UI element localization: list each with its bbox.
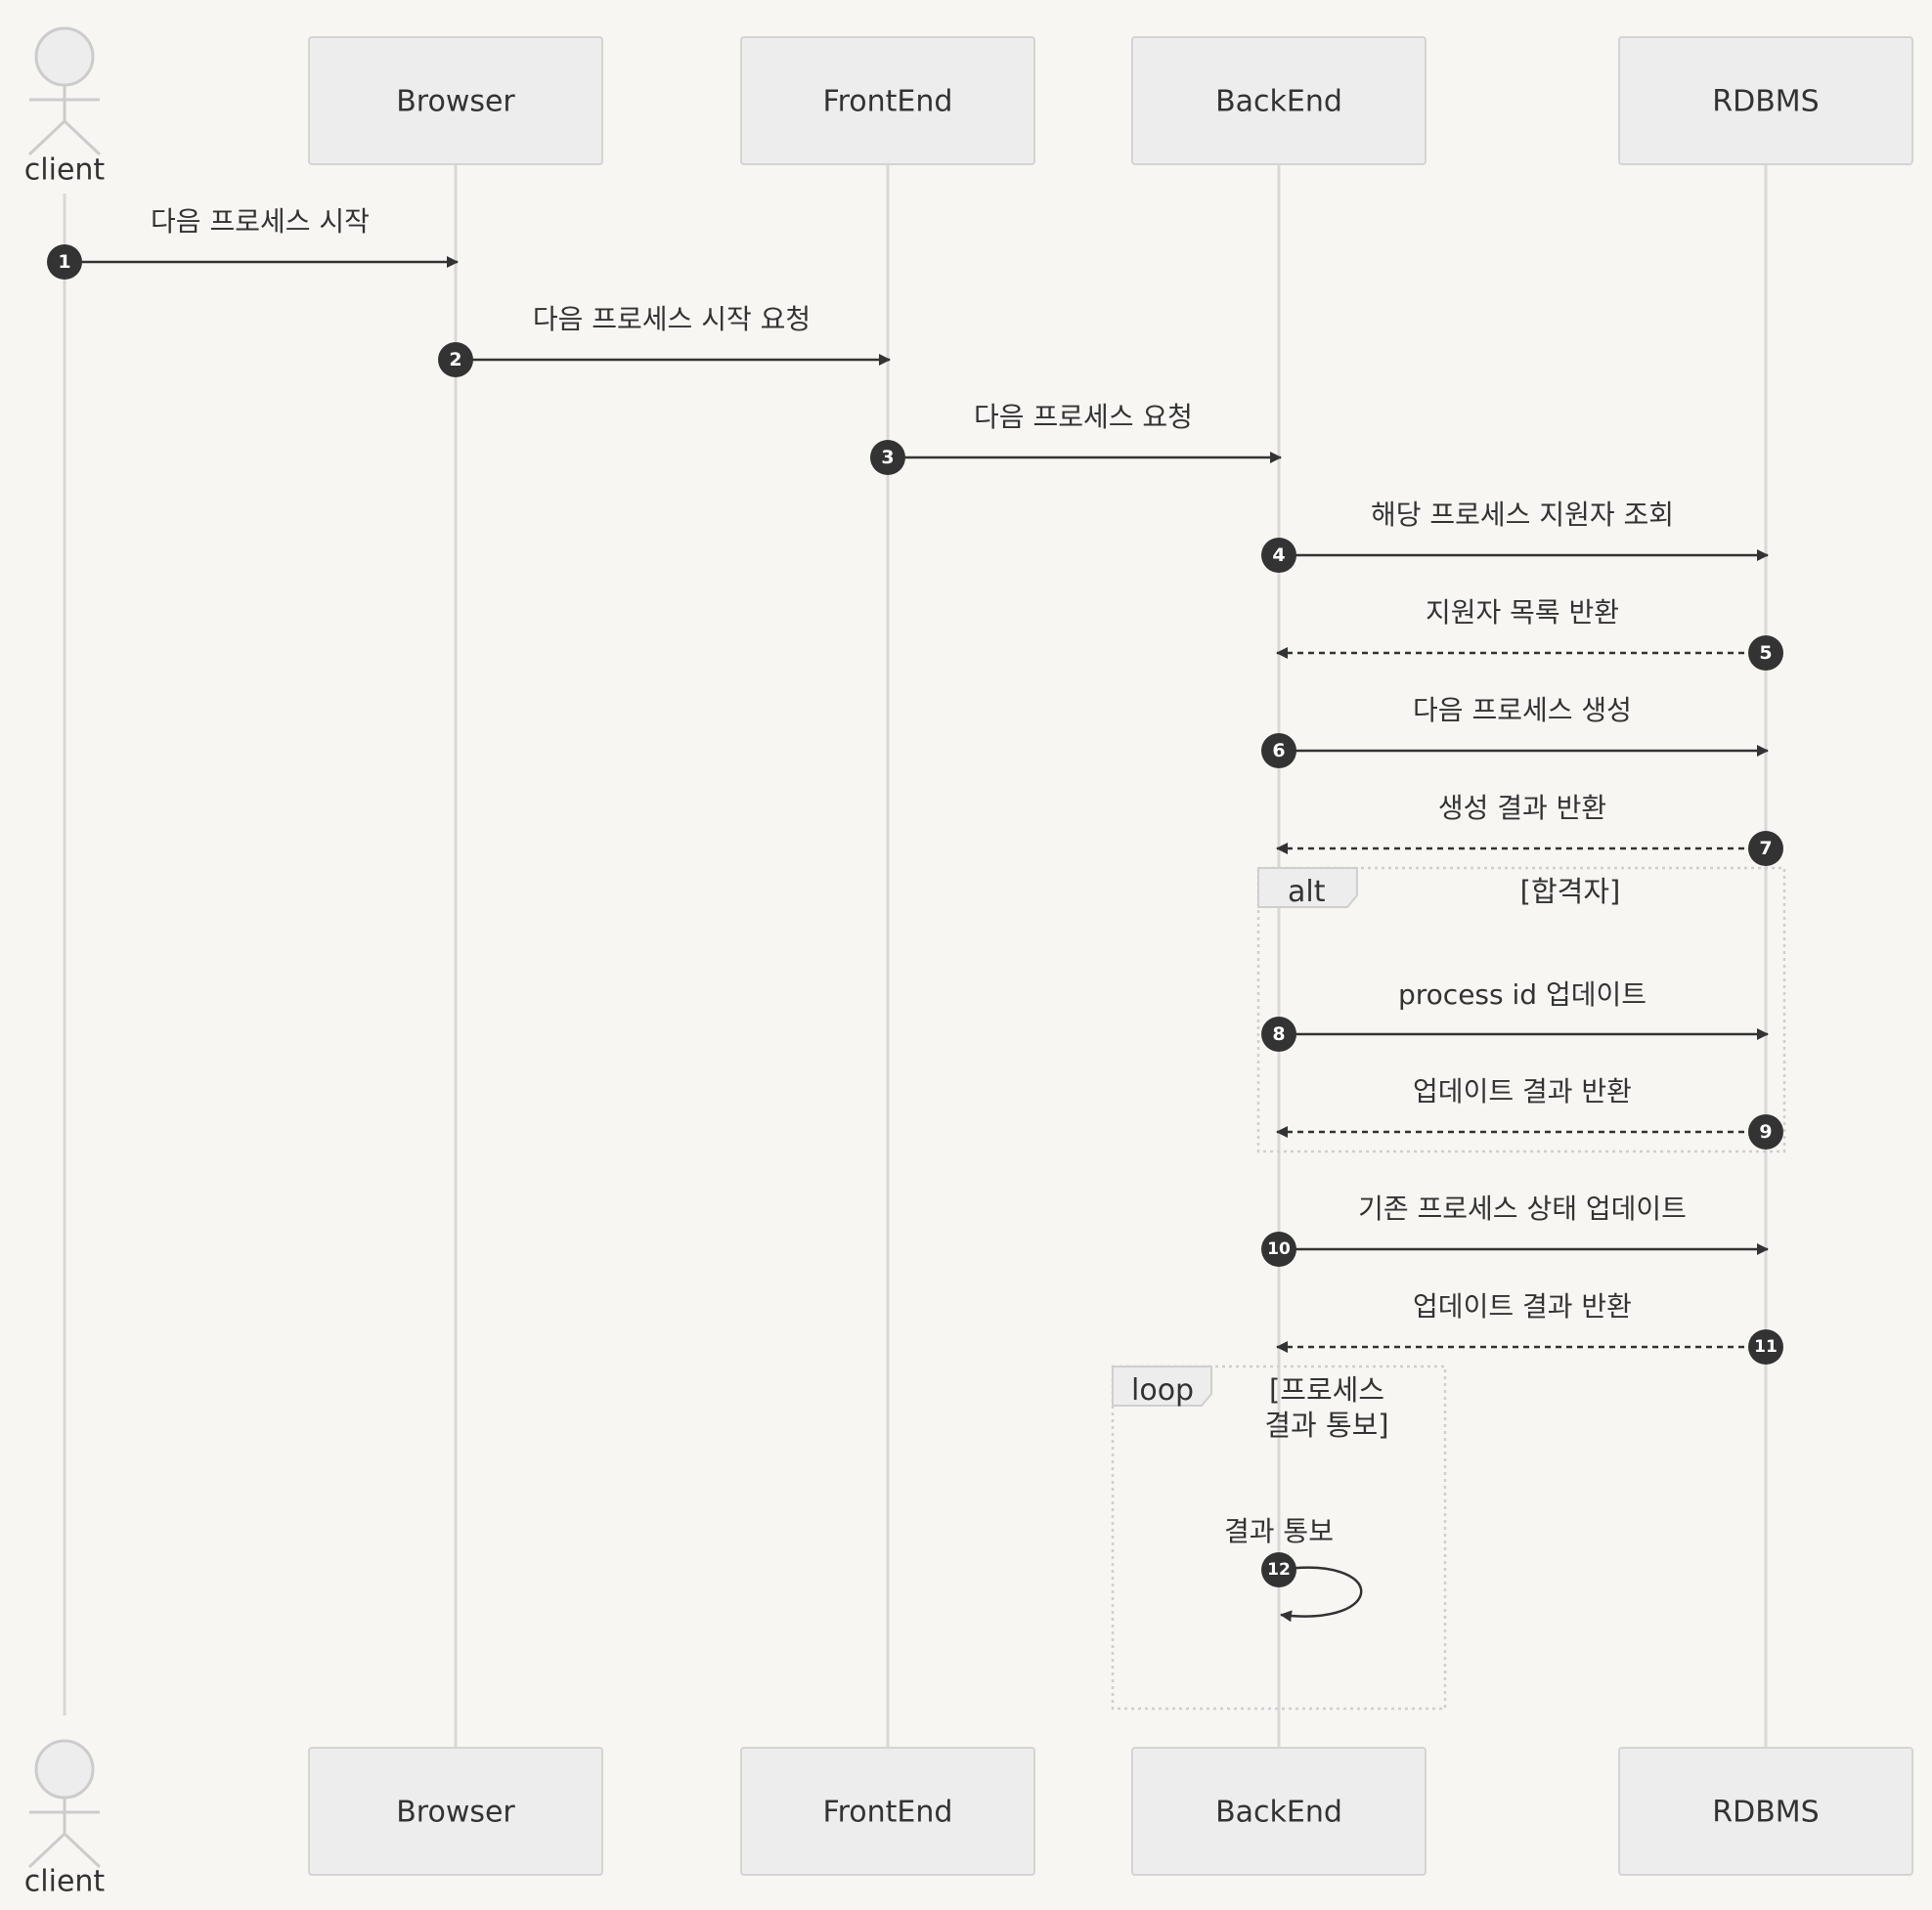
participant-rdbms-top: RDBMS [1618, 36, 1913, 165]
message-6-number-badge [1261, 733, 1296, 768]
participants-top: client Browser FrontEnd BackEnd RDBMS [24, 26, 1913, 188]
message-9: 업데이트 결과 반환 9 [1276, 1075, 1783, 1150]
message-2-number: 2 [449, 349, 461, 370]
loop-frame-keyword: loop [1131, 1373, 1194, 1408]
message-7-number: 7 [1759, 838, 1772, 859]
participant-backend-bottom: BackEnd [1131, 1747, 1427, 1876]
message-10: 기존 프로세스 상태 업데이트 10 [1261, 1193, 1769, 1267]
message-5: 지원자 목록 반환 5 [1276, 596, 1783, 671]
participant-rdbms-label-bottom: RDBMS [1712, 1796, 1819, 1830]
message-2-label: 다음 프로세스 시작 요청 [533, 303, 811, 335]
message-4-number: 4 [1272, 544, 1285, 566]
message-6-number: 6 [1272, 740, 1285, 761]
message-12: 결과 통보 12 [1224, 1515, 1363, 1623]
message-9-label: 업데이트 결과 반환 [1413, 1075, 1632, 1107]
message-8-label: process id 업데이트 [1398, 978, 1647, 1011]
message-12-number: 12 [1267, 1560, 1291, 1580]
message-11-number-badge [1748, 1329, 1783, 1365]
message-1-number: 1 [58, 251, 70, 273]
message-3: 다음 프로세스 요청 3 [870, 401, 1282, 475]
alt-frame-border [1256, 866, 1786, 1153]
actor-client-label-top: client [24, 153, 106, 188]
alt-frame-tab [1257, 867, 1358, 908]
message-9-number-badge [1748, 1114, 1783, 1150]
message-8-number-badge [1261, 1017, 1296, 1052]
participant-rdbms-label-top: RDBMS [1712, 85, 1819, 119]
message-3-number-badge [870, 440, 905, 475]
message-2: 다음 프로세스 시작 요청 2 [438, 303, 891, 377]
participant-backend-label-top: BackEnd [1215, 85, 1342, 119]
loop-frame: loop [프로세스 결과 통보] [1111, 1365, 1447, 1711]
actor-client-bottom: client [24, 1739, 106, 1899]
participant-rdbms-bottom: RDBMS [1618, 1747, 1913, 1876]
participant-backend-top: BackEnd [1131, 36, 1427, 165]
message-1-label: 다음 프로세스 시작 [151, 205, 370, 238]
message-4: 해당 프로세스 지원자 조회 4 [1261, 499, 1769, 573]
message-12-arrow [1278, 1566, 1363, 1623]
participant-browser-bottom: Browser [308, 1747, 603, 1876]
loop-frame-condition-line-1: [프로세스 [1269, 1373, 1384, 1407]
message-10-number-badge [1261, 1232, 1296, 1267]
participant-frontend-bottom: FrontEnd [740, 1747, 1035, 1876]
alt-frame: alt [합격자] [1256, 866, 1786, 1153]
participant-backend-label-bottom: BackEnd [1215, 1796, 1342, 1830]
message-6: 다음 프로세스 생성 6 [1261, 694, 1769, 768]
message-2-number-badge [438, 342, 473, 377]
alt-frame-condition: [합격자] [1520, 875, 1621, 908]
message-8: process id 업데이트 8 [1261, 978, 1769, 1052]
message-3-number: 3 [881, 447, 894, 468]
message-9-number: 9 [1759, 1121, 1772, 1143]
message-7-label: 생성 결과 반환 [1438, 792, 1606, 824]
message-1: 다음 프로세스 시작 1 [47, 205, 459, 280]
message-1-number-badge [47, 244, 82, 280]
message-4-number-badge [1261, 538, 1296, 573]
message-5-number-badge [1748, 635, 1783, 671]
message-5-label: 지원자 목록 반환 [1426, 596, 1619, 629]
lifelines [63, 164, 1768, 1748]
actor-client-top: client [24, 26, 106, 188]
message-12-number-badge [1261, 1552, 1296, 1587]
loop-frame-condition-line-2: 결과 통보] [1264, 1409, 1388, 1442]
message-3-label: 다음 프로세스 요청 [974, 401, 1193, 433]
message-6-label: 다음 프로세스 생성 [1413, 694, 1632, 726]
loop-frame-border [1111, 1365, 1447, 1711]
messages: 다음 프로세스 시작 1 다음 프로세스 시작 요청 2 다음 프로세스 요청 … [47, 205, 1783, 1623]
participant-frontend-label-bottom: FrontEnd [823, 1796, 953, 1830]
participant-frontend-label-top: FrontEnd [823, 85, 953, 119]
loop-frame-tab [1112, 1366, 1212, 1407]
message-7: 생성 결과 반환 7 [1276, 792, 1783, 866]
message-7-number-badge [1748, 831, 1783, 866]
participant-frontend-top: FrontEnd [740, 36, 1035, 165]
actor-client-label-bottom: client [24, 1865, 106, 1899]
message-11-label: 업데이트 결과 반환 [1413, 1290, 1632, 1323]
participant-browser-top: Browser [308, 36, 603, 165]
message-10-number: 10 [1267, 1239, 1291, 1259]
message-8-number: 8 [1272, 1023, 1285, 1045]
message-11: 업데이트 결과 반환 11 [1276, 1290, 1783, 1365]
participant-browser-label-top: Browser [396, 85, 515, 119]
message-5-number: 5 [1759, 642, 1772, 664]
message-11-number: 11 [1754, 1337, 1778, 1357]
message-10-label: 기존 프로세스 상태 업데이트 [1358, 1193, 1687, 1225]
alt-frame-keyword: alt [1288, 875, 1326, 909]
participants-bottom: client Browser FrontEnd BackEnd RDBMS [24, 1739, 1913, 1899]
participant-browser-label-bottom: Browser [396, 1796, 515, 1830]
message-4-label: 해당 프로세스 지원자 조회 [1371, 499, 1674, 531]
message-12-label: 결과 통보 [1224, 1515, 1334, 1547]
